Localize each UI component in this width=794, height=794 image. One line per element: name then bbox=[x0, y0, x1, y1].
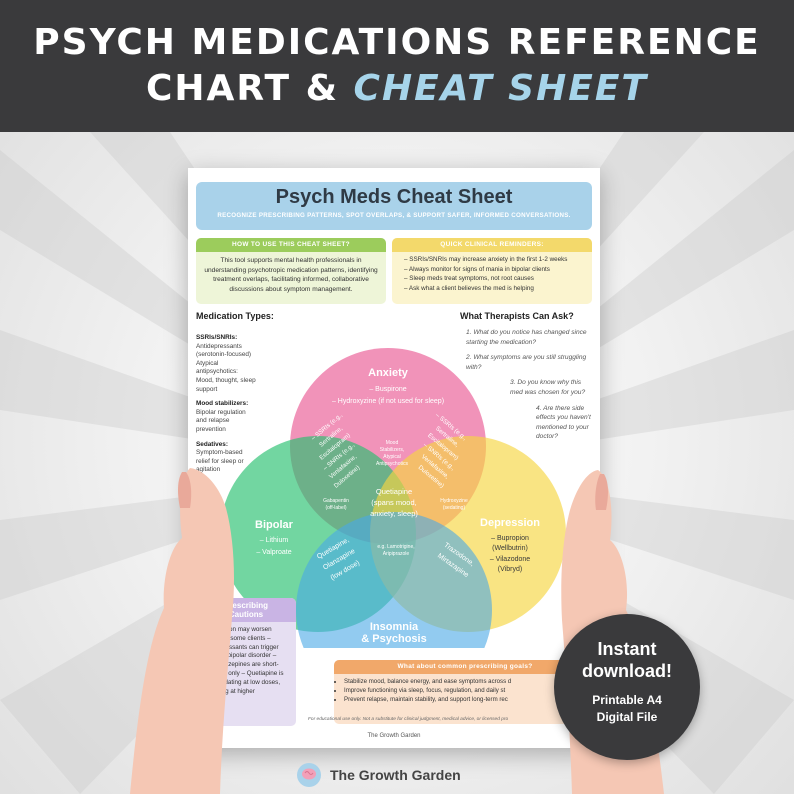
therapist-questions-list: 1. What do you notice has changed since … bbox=[466, 328, 594, 448]
center-top-label: Atypical bbox=[383, 454, 401, 460]
sheet-subtitle: RECOGNIZE PRESCRIBING PATTERNS, SPOT OVE… bbox=[217, 212, 571, 219]
depression-med: – Bupropion bbox=[491, 535, 529, 542]
depression-med: (Vibryd) bbox=[498, 566, 522, 573]
center-top-label: Stabilizers, bbox=[380, 447, 404, 453]
banner-title-line-1: PSYCH MEDICATIONS REFERENCE bbox=[33, 22, 761, 63]
title-banner: PSYCH MEDICATIONS REFERENCE CHART & CHEA… bbox=[0, 0, 794, 132]
banner-title-accent: CHEAT SHEET bbox=[353, 68, 648, 109]
how-to-use-text: This tool supports mental health profess… bbox=[204, 257, 378, 293]
list-item: Improve functioning via sleep, focus, re… bbox=[344, 686, 596, 695]
type-heading: Mood stabilizers: bbox=[196, 400, 249, 408]
bipolar-title: Bipolar bbox=[255, 519, 294, 531]
badge-line: Printable A4 bbox=[592, 693, 662, 707]
list-item: SSRIs/SNRIs may increase anxiety in the … bbox=[404, 255, 592, 265]
left-hand bbox=[130, 468, 234, 794]
sheet-title-part: Psych bbox=[275, 186, 341, 208]
list-item: 1. What do you notice has changed since … bbox=[466, 329, 587, 346]
badge-line: Digital File bbox=[596, 710, 658, 724]
hydroxyzine-label: (sedating) bbox=[443, 505, 466, 511]
quick-reminders-title: QUICK CLINICAL REMINDERS: bbox=[392, 238, 592, 252]
goals-title: What about common prescribing goals? bbox=[334, 660, 596, 674]
hydroxyzine-label: Hydroxyzine bbox=[440, 498, 468, 504]
anxiety-title: Anxiety bbox=[368, 367, 409, 379]
brain-logo-icon bbox=[297, 763, 321, 787]
list-item: 4. Are there side effects you haven't me… bbox=[536, 404, 591, 441]
anxiety-med: – Hydroxyzine (if not used for sleep) bbox=[332, 398, 444, 405]
therapist-questions-title: What Therapists Can Ask? bbox=[460, 311, 574, 321]
banner-title-line-2: CHART & CHEAT SHEET bbox=[146, 66, 648, 112]
insomnia-circle bbox=[296, 512, 492, 648]
cautions-text: – Bupropion may worsen anxiety in some c… bbox=[202, 626, 284, 695]
lamotrigine-label: Aripiprazole bbox=[383, 551, 410, 557]
cheat-sheet-page: Psych Meds Cheat Sheet RECOGNIZE PRESCRI… bbox=[188, 168, 600, 748]
insomnia-title: & Psychosis bbox=[361, 633, 426, 645]
gabapentin-label: Gabapentin bbox=[323, 498, 349, 504]
type-text: Bipolar regulation and relapse preventio… bbox=[196, 408, 246, 433]
depression-title: Depression bbox=[480, 517, 540, 529]
sheet-title: Psych Meds Cheat Sheet bbox=[196, 186, 592, 209]
cautions-title-line: Prescribing bbox=[223, 601, 268, 610]
list-item: Stabilize mood, balance energy, and ease… bbox=[344, 677, 596, 686]
center-label: Quetiapine bbox=[376, 487, 412, 496]
medication-types-title: Medication Types: bbox=[196, 311, 274, 321]
cautions-title-line: Cautions bbox=[228, 610, 264, 619]
center-top-label: Mood bbox=[386, 440, 399, 446]
medication-types-list: SSRIs/SNRIs: Antidepressants (serotonin-… bbox=[196, 328, 256, 475]
badge-line: Instant bbox=[597, 639, 657, 659]
depression-med: (Wellbutrin) bbox=[492, 545, 528, 552]
how-to-use-box: HOW TO USE THIS CHEAT SHEET? This tool s… bbox=[196, 238, 386, 304]
type-heading: SSRIs/SNRIs: bbox=[196, 334, 238, 341]
quick-reminders-list: SSRIs/SNRIs may increase anxiety in the … bbox=[392, 255, 592, 293]
insomnia-title: Insomnia bbox=[370, 621, 419, 633]
center-label: anxiety, sleep) bbox=[370, 509, 418, 518]
disclaimer-text: For educational use only. Not a substitu… bbox=[308, 717, 509, 722]
venn-diagram: Anxiety – Buspirone – Hydroxyzine (if no… bbox=[220, 348, 566, 648]
depression-med: – Vilazodone bbox=[490, 556, 530, 563]
list-item: Always monitor for signs of mania in bip… bbox=[404, 265, 592, 275]
list-item: 2. What symptoms are you still strugglin… bbox=[466, 354, 587, 371]
brand-footer: The Growth Garden bbox=[296, 762, 461, 788]
list-item: Sleep meds treat symptoms, not root caus… bbox=[404, 274, 592, 284]
banner-title-part: CHART & bbox=[146, 68, 354, 109]
how-to-use-title: HOW TO USE THIS CHEAT SHEET? bbox=[196, 238, 386, 252]
list-item: Ask what a client believes the med is he… bbox=[404, 284, 592, 294]
sheet-title-meds: Meds bbox=[340, 186, 392, 208]
goals-list: Stabilize mood, balance energy, and ease… bbox=[334, 677, 596, 705]
anxiety-med: – Buspirone bbox=[369, 386, 406, 393]
type-text: Symptom-based relief for sleep or agitat… bbox=[196, 449, 244, 474]
bipolar-med: – Lithium bbox=[260, 537, 289, 544]
instant-download-badge: Instant download! Printable A4 Digital F… bbox=[554, 614, 700, 760]
bipolar-med: – Valproate bbox=[256, 549, 291, 556]
lamotrigine-label: e.g. Lamotrigine, bbox=[377, 544, 414, 550]
badge-line: download! bbox=[582, 661, 672, 681]
sheet-title-part: Cheat Sheet bbox=[391, 186, 513, 208]
sheet-footer: The Growth Garden bbox=[367, 733, 421, 739]
type-heading: Sedatives: bbox=[196, 440, 228, 448]
list-item: Prevent relapse, maintain stability, and… bbox=[344, 695, 596, 704]
gabapentin-label: (off-label) bbox=[325, 505, 346, 511]
brand-name: The Growth Garden bbox=[330, 767, 461, 783]
sheet-header: Psych Meds Cheat Sheet RECOGNIZE PRESCRI… bbox=[196, 182, 592, 230]
prescribing-goals-box: What about common prescribing goals? Sta… bbox=[334, 660, 596, 724]
quick-reminders-box: QUICK CLINICAL REMINDERS: SSRIs/SNRIs ma… bbox=[392, 238, 592, 304]
center-top-label: Antipsychotics bbox=[376, 461, 408, 467]
list-item: 3. Do you know why this med was chosen f… bbox=[510, 379, 586, 396]
type-text: Antidepressants (serotonin-focused) Atyp… bbox=[196, 342, 256, 393]
center-label: (spans mood, bbox=[371, 498, 416, 507]
